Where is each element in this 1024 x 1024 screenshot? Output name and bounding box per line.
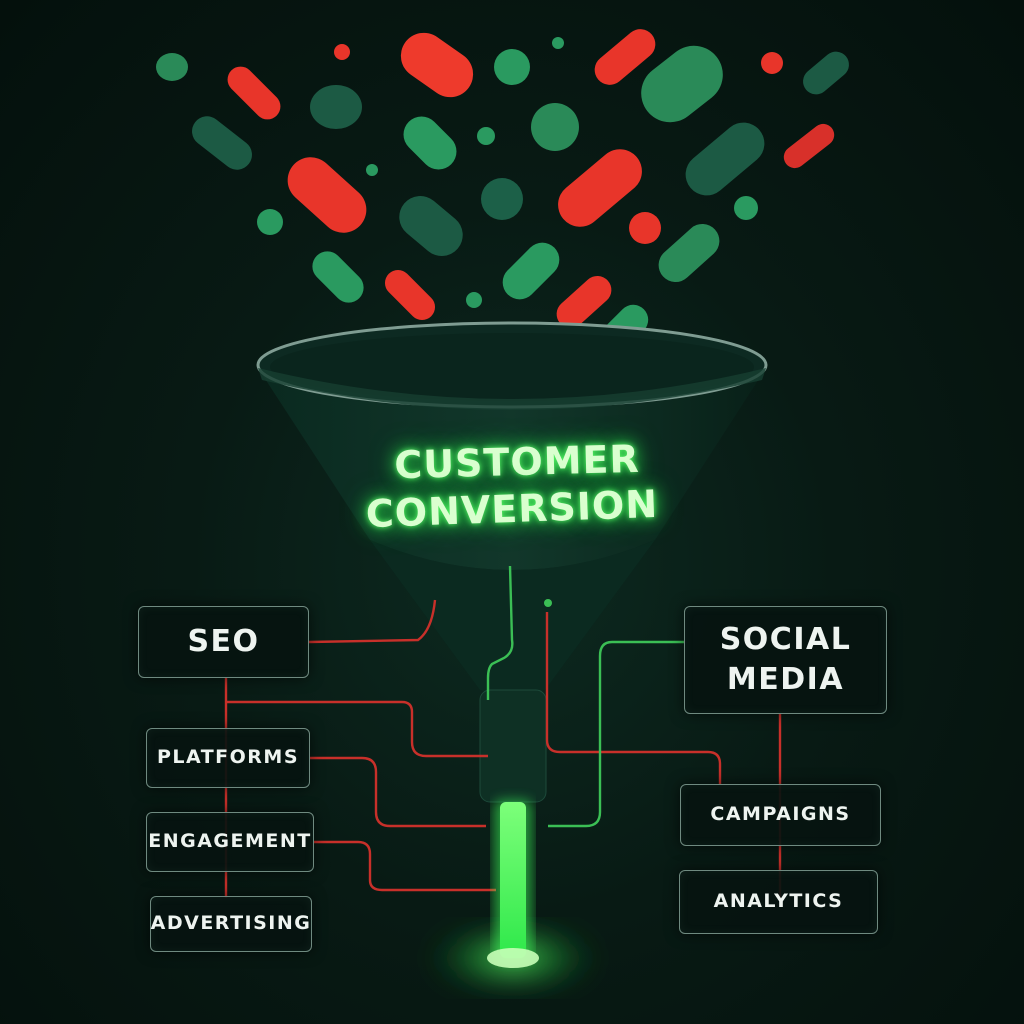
conversion-beam: [423, 800, 603, 992]
green-dot: [494, 49, 530, 85]
funnel-title-line1: CUSTOMER: [393, 436, 641, 488]
red-pill: [594, 29, 656, 85]
red-pill: [556, 275, 612, 329]
funnel-rim-band: [258, 368, 766, 410]
analytics-label: ANALYTICS: [713, 890, 844, 913]
green-pill: [312, 251, 364, 303]
green-pill: [399, 196, 463, 256]
social-media-box: SOCIAL MEDIA: [684, 606, 887, 714]
particle-cloud: [156, 29, 849, 403]
connector-seo: [308, 599, 437, 644]
green-pill: [641, 45, 723, 123]
campaigns-label: CAMPAIGNS: [710, 803, 851, 826]
social-media-label-line1: SOCIAL: [719, 621, 852, 657]
connector-funnel-top: [486, 565, 514, 700]
green-dot: [310, 85, 362, 129]
advertising-label: ADVERTISING: [150, 912, 312, 935]
funnel-spout: [479, 689, 547, 803]
green-pill: [403, 116, 457, 170]
analytics-box: ANALYTICS: [679, 870, 878, 934]
campaigns-box: CAMPAIGNS: [680, 784, 881, 846]
seo-label: SEO: [187, 623, 260, 659]
green-pill: [658, 223, 720, 283]
green-dot: [552, 37, 564, 49]
connector-platforms-out: [310, 756, 486, 828]
green-dot: [466, 292, 482, 308]
green-dot: [366, 164, 378, 176]
green-dot: [477, 127, 495, 145]
engagement-box: ENGAGEMENT: [146, 812, 314, 872]
connector-engagement-out: [314, 840, 496, 892]
red-pill: [783, 123, 835, 169]
funnel: [256, 321, 768, 803]
green-pill: [502, 242, 560, 300]
red-pill: [384, 269, 436, 321]
green-pill: [685, 122, 765, 196]
red-pill: [227, 66, 281, 120]
green-dot: [156, 53, 188, 81]
beam-core: [500, 802, 526, 958]
seo-box: SEO: [138, 606, 309, 678]
engagement-label: ENGAGEMENT: [148, 830, 312, 853]
red-dot: [761, 52, 783, 74]
green-dot: [734, 196, 758, 220]
green-pill: [192, 116, 252, 170]
green-dot: [531, 103, 579, 151]
funnel-cone: [258, 368, 766, 570]
red-dot: [629, 212, 661, 244]
red-pill: [287, 157, 367, 233]
connector-spout-right: [545, 612, 722, 784]
funnel-rim-inner: [270, 333, 754, 401]
green-pill: [803, 51, 849, 95]
green-dot: [481, 178, 523, 220]
red-pill: [400, 32, 474, 98]
platforms-box: PLATFORMS: [146, 728, 310, 788]
connector-platforms: [226, 700, 488, 758]
connector-social: [548, 640, 684, 828]
social-media-label-line2: MEDIA: [726, 662, 845, 697]
green-dot: [257, 209, 283, 235]
red-pill: [558, 149, 642, 227]
platforms-label: PLATFORMS: [156, 746, 300, 769]
red-dot: [334, 44, 350, 60]
advertising-box: ADVERTISING: [150, 896, 312, 952]
